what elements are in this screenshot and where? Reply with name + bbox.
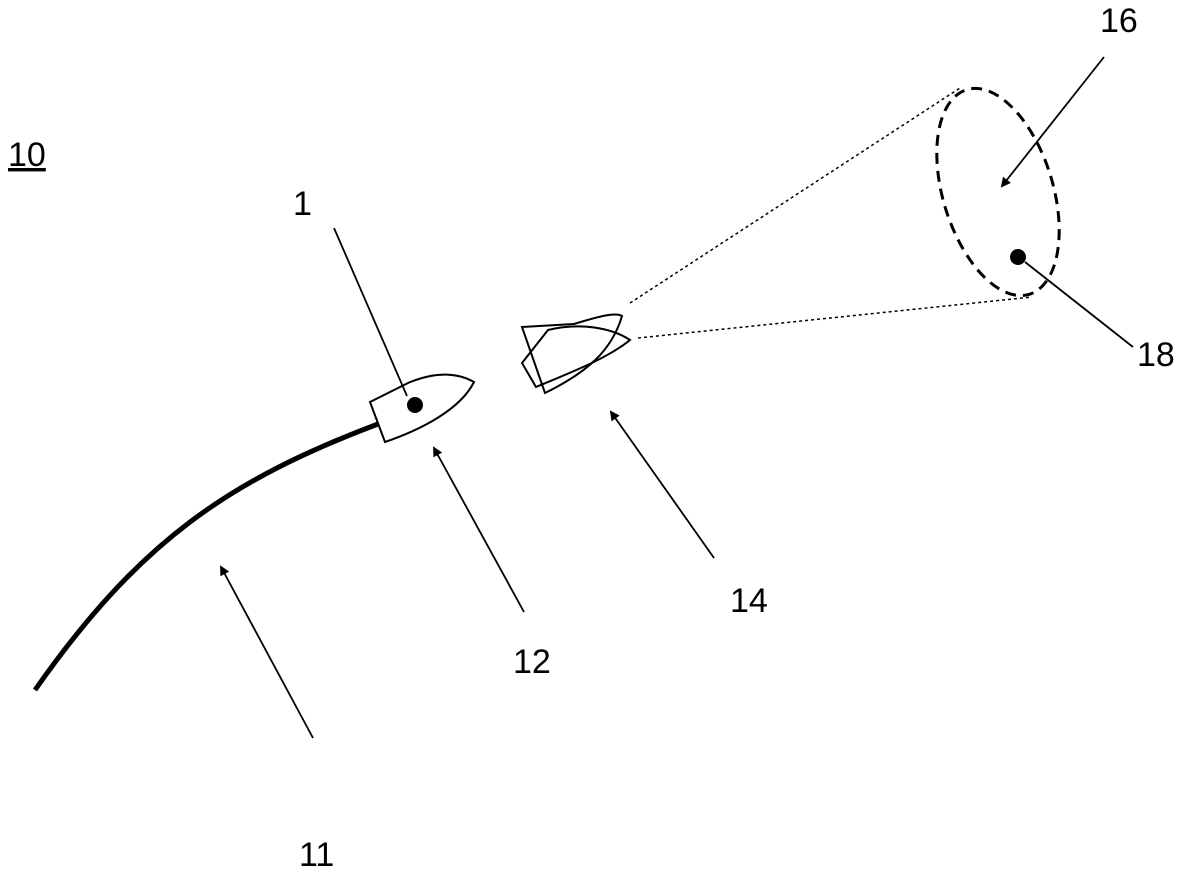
label-projectile-marker: 1 — [293, 185, 312, 223]
arrow-14 — [609, 410, 715, 559]
arrow-12 — [433, 446, 525, 613]
trajectory-path — [32, 421, 379, 692]
sight-line-lower — [637, 296, 1033, 339]
projectile-future — [520, 313, 632, 395]
projectile-current — [368, 373, 476, 444]
label-target-point: 18 — [1137, 336, 1175, 374]
arrow-16 — [1000, 56, 1105, 188]
sight-line-upper — [629, 87, 961, 304]
projectile-center-dot — [407, 397, 423, 413]
target-point-dot — [1010, 249, 1026, 265]
arrow-11 — [220, 565, 314, 739]
leader-line-1 — [333, 227, 408, 397]
target-region-ellipse — [935, 86, 1061, 298]
label-projectile: 12 — [513, 643, 551, 681]
label-path: 11 — [299, 836, 334, 873]
leader-line-18 — [1024, 261, 1134, 348]
figure-number-label: 10 — [8, 136, 46, 174]
label-target-region: 16 — [1100, 2, 1138, 40]
label-future-projectile: 14 — [730, 582, 768, 620]
